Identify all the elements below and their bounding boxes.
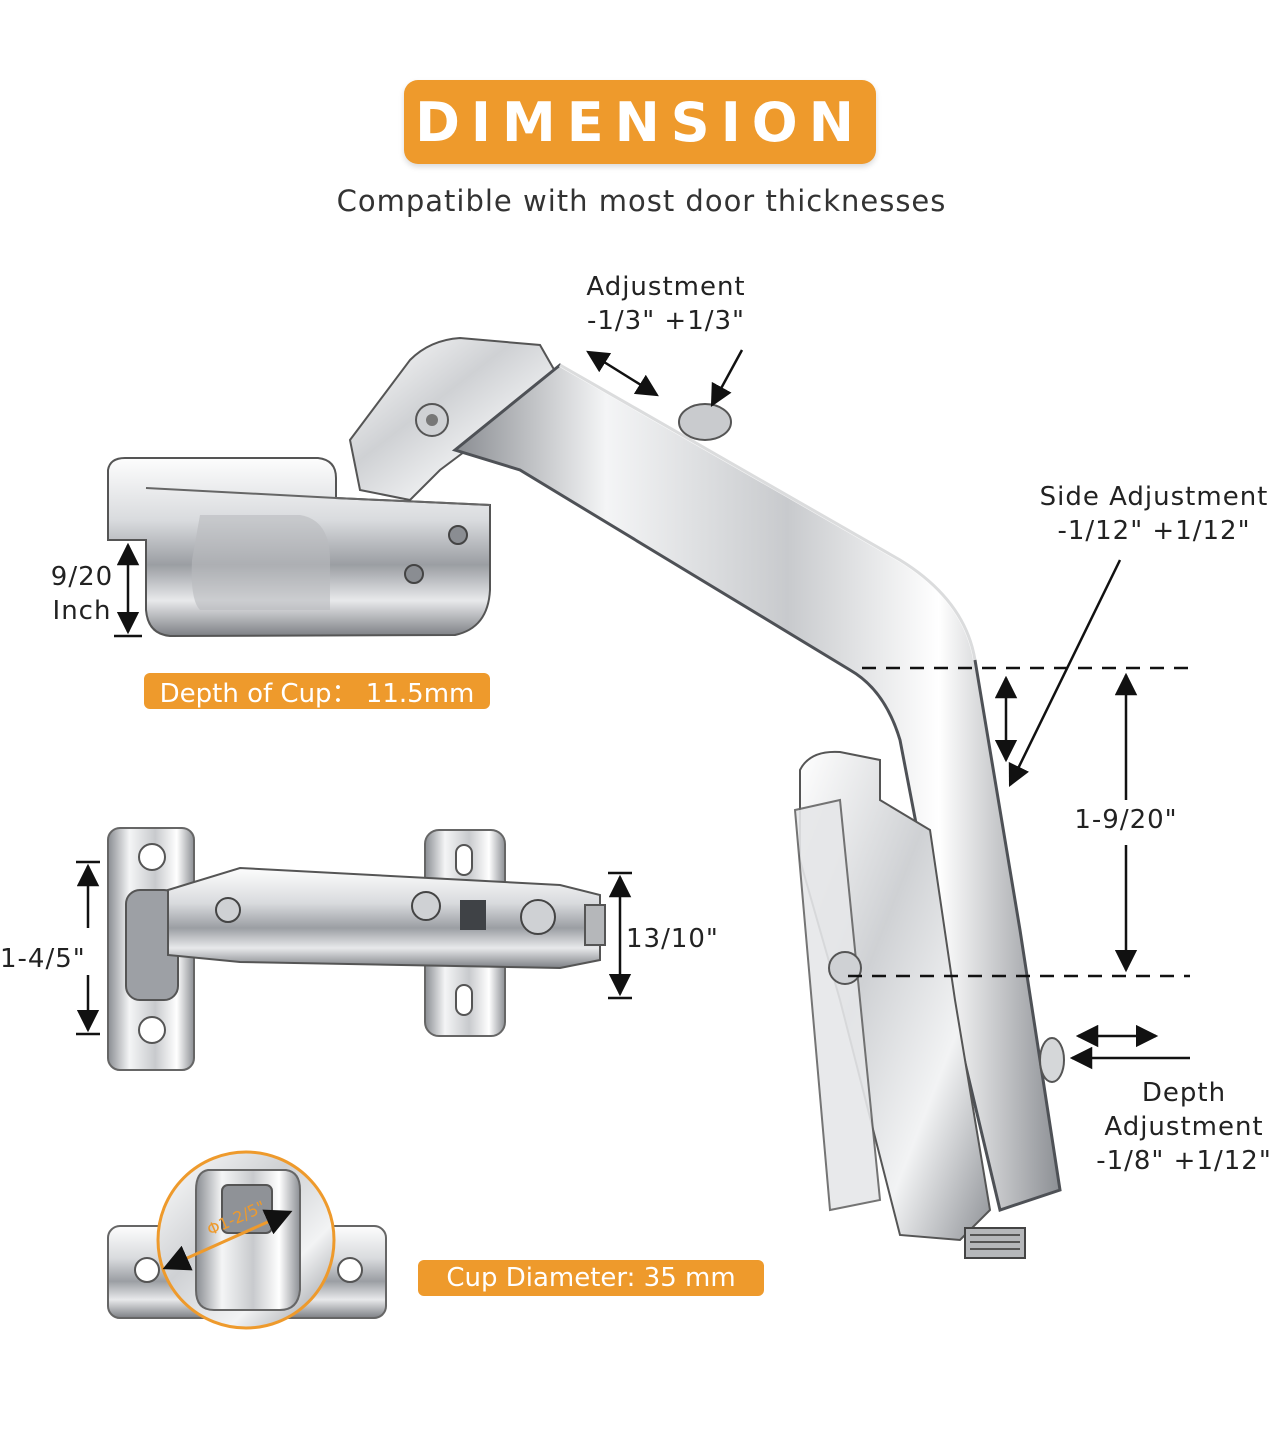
hinge-front-view bbox=[107, 827, 606, 1071]
phillips-screw-icon bbox=[520, 899, 556, 935]
phillips-screw-icon bbox=[411, 891, 441, 921]
screw-hole-icon bbox=[134, 1257, 160, 1283]
depth-of-cup-text: Depth of Cup： 11.5mm bbox=[159, 678, 475, 709]
adjustment-value: -1/3" +1/3" bbox=[586, 306, 746, 336]
cup-height-label: 9/20 Inch bbox=[40, 560, 124, 628]
phillips-screw-icon bbox=[215, 897, 241, 923]
side-adjustment-label: Side Adjustment -1/12" +1/12" bbox=[1026, 480, 1282, 548]
cup-diameter-text: Cup Diameter: 35 mm bbox=[446, 1263, 736, 1293]
adjustment-label: Adjustment -1/3" +1/3" bbox=[566, 270, 766, 338]
arm-span-label: 1-9/20" bbox=[1074, 805, 1178, 835]
hinge-mount-plate bbox=[793, 750, 1065, 1259]
page-subtitle: Compatible with most door thicknesses bbox=[336, 184, 947, 218]
depth-adjustment-label: Depth Adjustment -1/8" +1/12" bbox=[1088, 1076, 1280, 1178]
pivot-center-icon bbox=[426, 414, 438, 426]
screw-hole-icon bbox=[337, 1257, 363, 1283]
rivet-icon bbox=[404, 564, 424, 584]
cup-top-view bbox=[107, 1150, 387, 1330]
adjust-screw-icon bbox=[678, 403, 732, 441]
dimension-lines bbox=[114, 349, 1190, 1070]
side-adjustment-title: Side Adjustment bbox=[1039, 482, 1269, 512]
front-view-dimension-lines bbox=[76, 860, 632, 1036]
depth-of-cup-badge: Depth of Cup： 11.5mm bbox=[144, 673, 490, 709]
hinge-cup bbox=[107, 457, 491, 638]
depth-adjustment-value: -1/8" +1/12" bbox=[1096, 1146, 1272, 1176]
side-adjustment-value: -1/12" +1/12" bbox=[1057, 516, 1251, 546]
rivet-icon bbox=[448, 525, 468, 545]
depth-screw-icon bbox=[1039, 1037, 1065, 1083]
screw-hole-icon bbox=[138, 843, 166, 871]
screw-hole-icon bbox=[138, 1016, 166, 1044]
cup-height-unit: Inch bbox=[52, 596, 112, 626]
hinge-knuckle bbox=[348, 336, 562, 502]
depth-title: Depth bbox=[1141, 1078, 1227, 1108]
square-slot bbox=[460, 900, 486, 930]
title-badge: DIMENSION bbox=[404, 80, 876, 164]
page-title: DIMENSION bbox=[415, 90, 865, 154]
plate-height-label: 1-4/5" bbox=[0, 944, 86, 974]
plate-screw-icon bbox=[828, 951, 862, 985]
depth-adjustment-title: Adjustment bbox=[1104, 1112, 1264, 1142]
cup-height-value: 9/20 bbox=[50, 562, 114, 592]
adjustment-title: Adjustment bbox=[586, 272, 746, 302]
arm-height-label: 13/10" bbox=[626, 924, 719, 954]
cup-diameter-badge: Cup Diameter: 35 mm bbox=[418, 1260, 764, 1296]
